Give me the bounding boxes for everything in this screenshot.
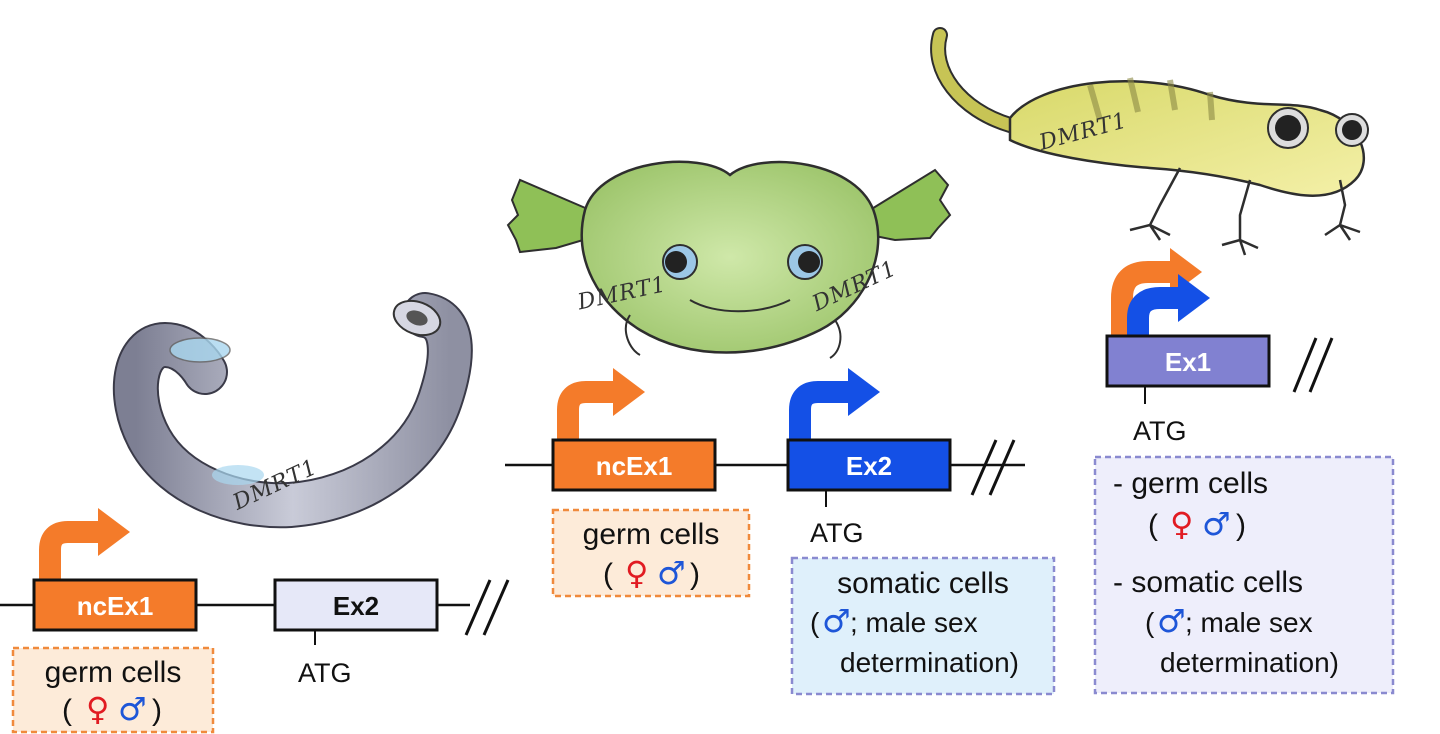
male-symbol: ♂ (1202, 505, 1231, 543)
annotation-box-germ (551, 508, 751, 598)
break-mark (464, 579, 492, 636)
annotation-box-somatic (790, 556, 1056, 696)
open-paren: ( (603, 558, 613, 591)
promoter-arrow-head (613, 368, 645, 416)
panel-gecko-gene: Ex1 ATG - germ cells ( ♀ ♂ ) - somatic c… (1093, 248, 1395, 695)
open-paren: ( (810, 607, 820, 638)
male-symbol: ♂ (118, 690, 147, 728)
exon-ex1-label: Ex1 (1165, 347, 1211, 377)
female-symbol: ♀ (86, 690, 109, 728)
exon-ncex1 (551, 438, 717, 492)
male-symbol: ♂ (822, 602, 851, 640)
exon-ncex1-label: ncEx1 (596, 451, 673, 481)
promoter-arrow-head-blue (848, 368, 880, 416)
annotation-determination: determination) (840, 647, 1019, 678)
exon-ncex1-label: ncEx1 (77, 591, 154, 621)
annotation-somatic-cells: - somatic cells (1113, 566, 1303, 599)
promoter-arrow-icon-blue (1127, 287, 1180, 336)
promoter-arrow-icon (557, 381, 615, 440)
annotation-box-combined (1093, 455, 1395, 695)
female-symbol: ♀ (1170, 505, 1193, 543)
close-paren: ) (1236, 509, 1246, 542)
annotation-germ-cells: germ cells (45, 656, 182, 689)
annotation-male-sex: ; male sex (850, 607, 978, 638)
male-symbol: ♂ (1157, 602, 1186, 640)
female-symbol: ♀ (625, 554, 648, 592)
promoter-arrow-head (98, 508, 130, 556)
break-mark (970, 439, 998, 496)
atg-label: ATG (810, 518, 864, 548)
male-symbol: ♂ (657, 554, 686, 592)
promoter-arrow-icon-blue (789, 381, 850, 440)
atg-label: ATG (1133, 416, 1187, 446)
exon-ex2 (273, 578, 439, 632)
exon-ex1 (1105, 334, 1271, 388)
close-paren: ) (690, 558, 700, 591)
exon-ex2 (786, 438, 952, 492)
promoter-arrow-icon (39, 521, 100, 580)
annotation-somatic-cells: somatic cells (837, 567, 1009, 600)
break-mark (1292, 337, 1318, 393)
annotation-germ-cells: - germ cells (1113, 467, 1268, 500)
panel-worm-gene: ncEx1 Ex2 ATG germ cells ( ♀ ♂ ) (0, 508, 510, 734)
open-paren: ( (62, 694, 72, 727)
open-paren: ( (1145, 607, 1155, 638)
exon-ncex1 (32, 578, 198, 632)
close-paren: ) (152, 694, 162, 727)
promoter-arrow-head-blue (1178, 274, 1210, 322)
promoter-arrow-icon (1111, 261, 1172, 336)
annotation-germ-cells: germ cells (583, 518, 720, 551)
atg-label: ATG (298, 658, 352, 688)
annotation-male-sex: ; male sex (1185, 607, 1313, 638)
frog-illustration: DMRT1 DMRT1 (506, 160, 952, 359)
gecko-illustration: DMRT1 (930, 27, 1369, 256)
open-paren: ( (1148, 509, 1158, 542)
worm-illustration: DMRT1 (112, 292, 473, 529)
panel-frog-gene: ncEx1 Ex2 ATG germ cells ( ♀ ♂ ) somatic… (505, 368, 1056, 696)
exon-ex2-label: Ex2 (846, 451, 892, 481)
annotation-box-germ (11, 646, 215, 734)
exon-ex2-label: Ex2 (333, 591, 379, 621)
annotation-determination: determination) (1160, 647, 1339, 678)
